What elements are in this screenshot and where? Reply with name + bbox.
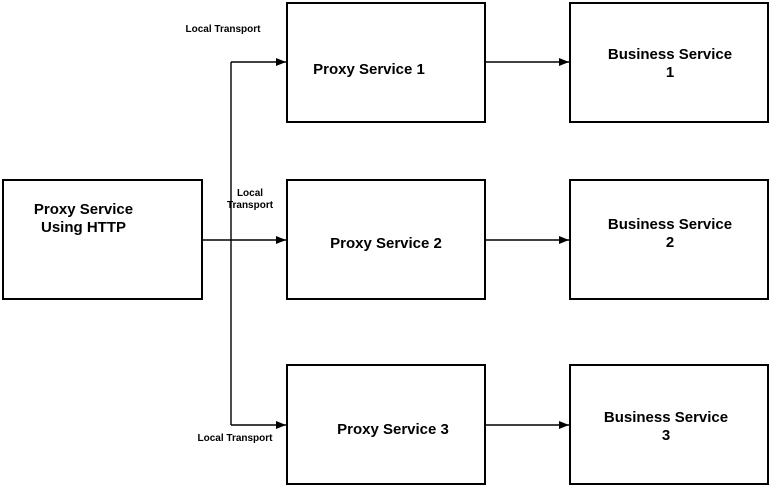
- edge-label-local-transport-1: Local Transport: [185, 24, 261, 35]
- business-service-3-box[interactable]: [569, 364, 769, 485]
- source-proxy-box[interactable]: [2, 179, 203, 300]
- edge-label-local-transport-3: Local Transport: [197, 433, 273, 444]
- business-service-2-box[interactable]: [569, 179, 769, 300]
- business-service-1-box[interactable]: [569, 2, 769, 123]
- proxy-service-1-box[interactable]: [286, 2, 486, 123]
- proxy-service-2-label: Proxy Service 2: [330, 235, 442, 252]
- proxy-service-3-box[interactable]: [286, 364, 486, 485]
- business-service-3-label: Business Service 3: [603, 409, 729, 444]
- proxy-service-3-label: Proxy Service 3: [337, 421, 449, 438]
- business-service-2-label: Business Service 2: [607, 216, 733, 251]
- edge-label-local-transport-2: Local Transport: [226, 188, 274, 211]
- business-service-1-label: Business Service 1: [607, 46, 733, 81]
- source-proxy-label: Proxy Service Using HTTP: [33, 201, 134, 236]
- proxy-service-2-box[interactable]: [286, 179, 486, 300]
- proxy-service-1-label: Proxy Service 1: [313, 61, 425, 78]
